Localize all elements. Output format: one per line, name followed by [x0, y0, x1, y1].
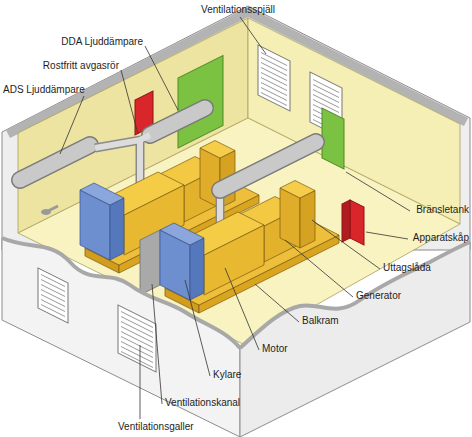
- leader-line: [312, 220, 380, 269]
- exhaust-system: [150, 108, 205, 135]
- exhaust-system: [20, 145, 90, 180]
- front-wall: [2, 238, 240, 437]
- leader-line: [346, 172, 410, 211]
- exhaust-system: [20, 145, 90, 180]
- generator-set: [280, 181, 315, 199]
- leader-line: [285, 240, 353, 297]
- part-label: Kylare: [213, 369, 241, 381]
- part-label: Ventilationsspjäll: [201, 4, 275, 16]
- generator-set: [110, 198, 124, 260]
- leader-line: [366, 232, 408, 239]
- part-label: ADS Ljuddämpare: [3, 84, 85, 96]
- switch-cabinet: [342, 200, 350, 242]
- generator-set: [160, 181, 339, 314]
- part-label: Bränsletank: [416, 204, 469, 216]
- leader-line: [60, 17, 410, 419]
- part-label: Ventilationskanal: [165, 397, 240, 409]
- ventilation-duct: [140, 230, 160, 295]
- ventilation-grille: [121, 312, 153, 368]
- part-label: Apparatskåp: [413, 232, 469, 244]
- part-label: Uttagslåda: [383, 262, 431, 274]
- exhaust-system: [140, 135, 150, 140]
- switch-cabinet: [350, 200, 364, 245]
- leader-line: [121, 70, 138, 134]
- ventilation-duct: [140, 230, 160, 295]
- part-label: Generator: [356, 290, 401, 302]
- leader-line: [152, 284, 162, 404]
- leader-line: [240, 17, 266, 54]
- front-wall: [240, 242, 470, 348]
- generator-set: [160, 223, 204, 245]
- generator-set: [190, 238, 204, 300]
- switch-cabinet: [350, 200, 364, 245]
- switch-cabinet: [342, 200, 350, 242]
- ventilation-grille: [38, 268, 68, 323]
- room-interior: [18, 18, 248, 233]
- part-label: DDA Ljuddämpare: [61, 36, 143, 48]
- exhaust-system: [220, 142, 316, 190]
- ventilation-grille: [38, 268, 156, 372]
- exhaust-system: [220, 142, 316, 190]
- generator-set: [300, 191, 315, 249]
- generator-set: [80, 183, 124, 205]
- ventilation-damper: [258, 45, 290, 111]
- fuel-tank: [322, 108, 344, 169]
- part-label: Rostfritt avgasrör: [43, 60, 119, 72]
- leader-line: [225, 268, 259, 350]
- front-wall: [46, 206, 58, 212]
- ventilation-grille: [41, 275, 65, 317]
- fuel-tank: [322, 108, 344, 169]
- part-label: Ventilationsgaller: [118, 421, 194, 433]
- generator-set: [200, 141, 235, 159]
- ventilation-grille: [118, 305, 156, 372]
- front-wall: [240, 242, 470, 437]
- ventilation-grille: [118, 305, 156, 372]
- leader-line: [255, 284, 299, 322]
- leader-line: [185, 280, 210, 376]
- leader-line: [60, 96, 84, 154]
- front-wall: [2, 206, 470, 437]
- ventilation-damper: [258, 45, 290, 111]
- leader-line: [140, 345, 141, 419]
- ventilation-damper: [261, 53, 287, 106]
- part-label: Motor: [262, 343, 288, 355]
- exhaust-system: [150, 108, 205, 135]
- generator-set: [280, 188, 300, 248]
- part-label: Balkram: [302, 315, 339, 327]
- ventilation-grille: [38, 268, 68, 323]
- leader-line: [145, 46, 178, 110]
